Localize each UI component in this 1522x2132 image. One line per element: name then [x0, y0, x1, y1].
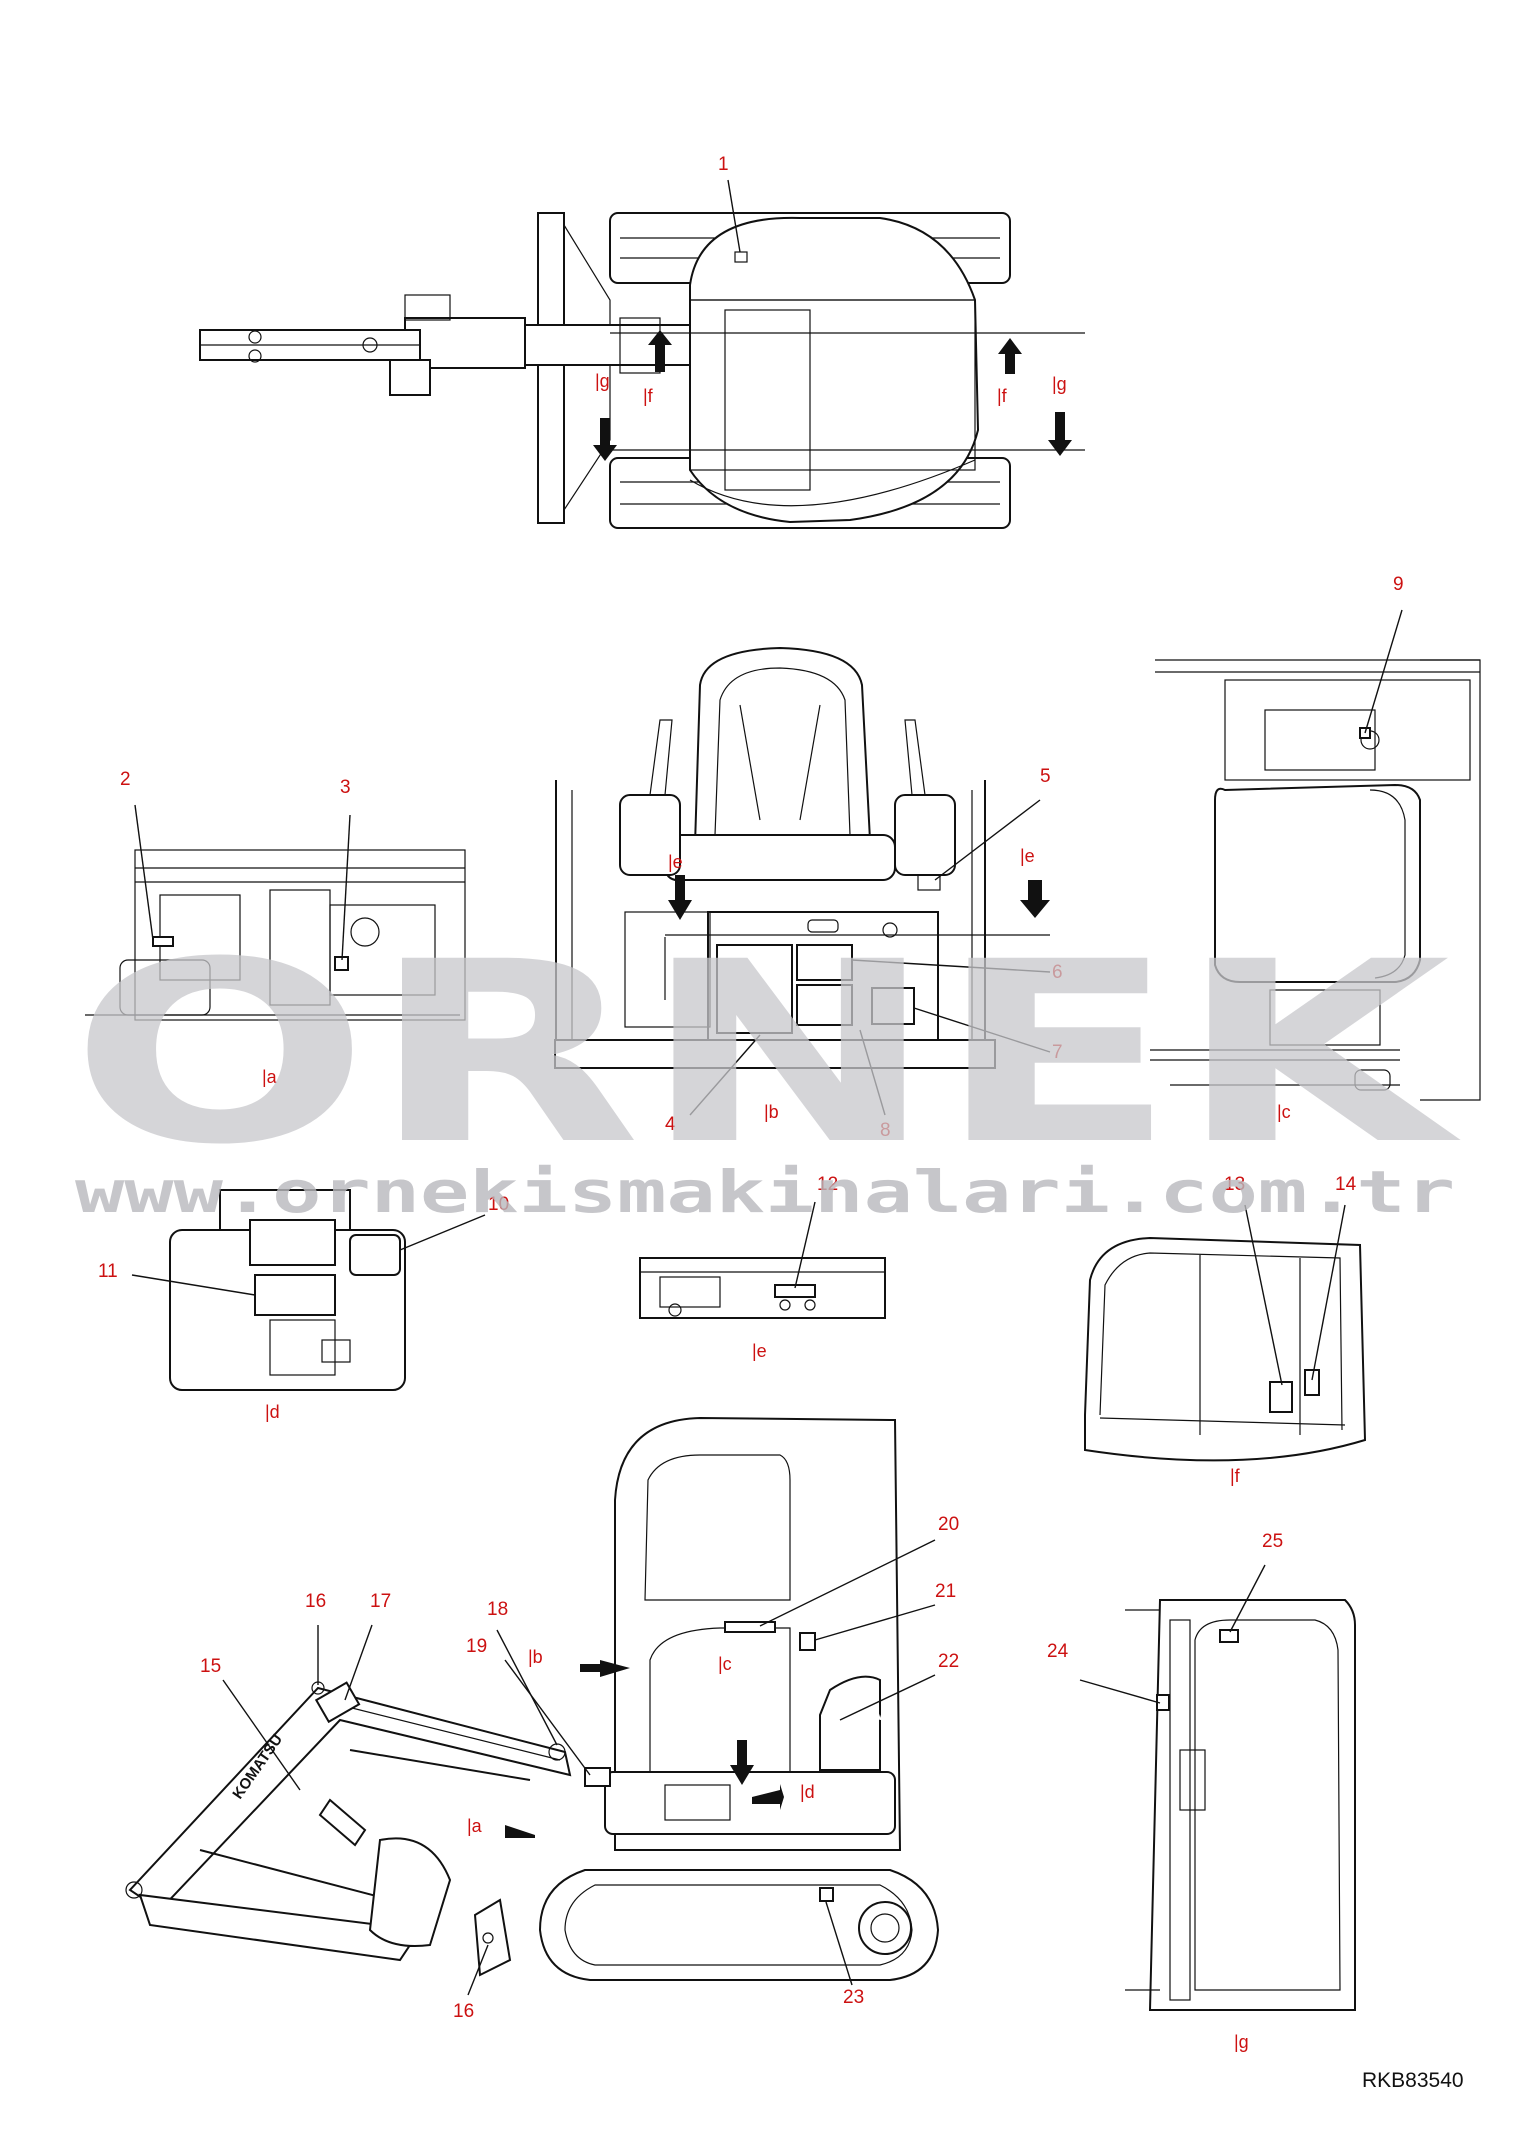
view-label-g: |g: [1234, 2032, 1249, 2052]
callout-7: 7: [1052, 1042, 1063, 1063]
callout-11: 11: [98, 1261, 118, 1282]
view-f: [1084, 1236, 1367, 1462]
view-label-e: |e: [752, 1341, 767, 1361]
view-label-e-seat-right: |e: [1020, 846, 1035, 866]
callout-5: 5: [1040, 766, 1051, 787]
callout-25: 25: [1262, 1531, 1283, 1552]
callout-1: 1: [718, 154, 729, 175]
callout-21: 21: [935, 1581, 956, 1602]
view-label-c: |c: [1277, 1102, 1291, 1122]
callout-8: 8: [880, 1120, 891, 1141]
view-g: [1125, 1599, 1356, 2011]
drawing-code: RKB83540: [1362, 2069, 1464, 2092]
view-b: [554, 646, 1050, 1069]
callout-19: 19: [466, 1636, 487, 1657]
callout-16-blade: 16: [453, 2001, 474, 2022]
callout-9: 9: [1393, 574, 1404, 595]
callout-15: 15: [200, 1656, 221, 1677]
view-d: [169, 1189, 406, 1391]
leader-lines: [131, 179, 1403, 1996]
callout-23: 23: [843, 1987, 864, 2008]
callout-17: 17: [370, 1591, 391, 1612]
view-label-c-machine: |c: [718, 1654, 732, 1674]
callout-22: 22: [938, 1651, 959, 1672]
watermark-url: www.ornekismakinalari.com.tr: [75, 1158, 1455, 1226]
callout-numbers: 1 2 3 4 5 6 7 8 9 10 11 12 13 14 15 16 1…: [98, 154, 1404, 2022]
model-decal-text: PC 30 MR: [835, 1708, 896, 1723]
callout-2: 2: [120, 769, 131, 790]
view-a: [85, 849, 466, 1021]
view-label-b: |b: [764, 1102, 779, 1122]
view-label-b-machine: |b: [528, 1647, 543, 1667]
view-e: [639, 1257, 886, 1319]
callout-24: 24: [1047, 1641, 1069, 1662]
view-label-a-machine: |a: [467, 1816, 483, 1836]
callout-10: 10: [488, 1194, 509, 1215]
callout-20: 20: [938, 1514, 959, 1535]
top-view: [199, 212, 1085, 529]
view-labels: |g |f |f |g |a |e |e |b |c |d |e |f |g |…: [262, 371, 1291, 2052]
callout-6: 6: [1052, 962, 1063, 983]
watermark-brand: ORNEK: [70, 908, 1462, 1199]
view-label-f-top-right: |f: [997, 386, 1008, 406]
callout-3: 3: [340, 777, 351, 798]
view-label-d-machine: |d: [800, 1782, 815, 1802]
callout-4: 4: [665, 1114, 676, 1135]
machine-side-view: KOMATSU PC 30 MR: [125, 1416, 940, 1981]
view-label-d: |d: [265, 1402, 280, 1422]
callout-12: 12: [817, 1174, 838, 1195]
view-label-g-top-left: |g: [595, 371, 610, 391]
callout-16-boom: 16: [305, 1591, 326, 1612]
view-label-g-top-right: |g: [1052, 374, 1067, 394]
view-label-e-seat-left: |e: [668, 852, 683, 872]
view-label-a: |a: [262, 1067, 278, 1087]
callout-14: 14: [1335, 1174, 1357, 1195]
view-label-f-top-left: |f: [643, 386, 654, 406]
callout-18: 18: [487, 1599, 508, 1620]
view-label-f: |f: [1230, 1466, 1241, 1486]
callout-13: 13: [1224, 1174, 1245, 1195]
